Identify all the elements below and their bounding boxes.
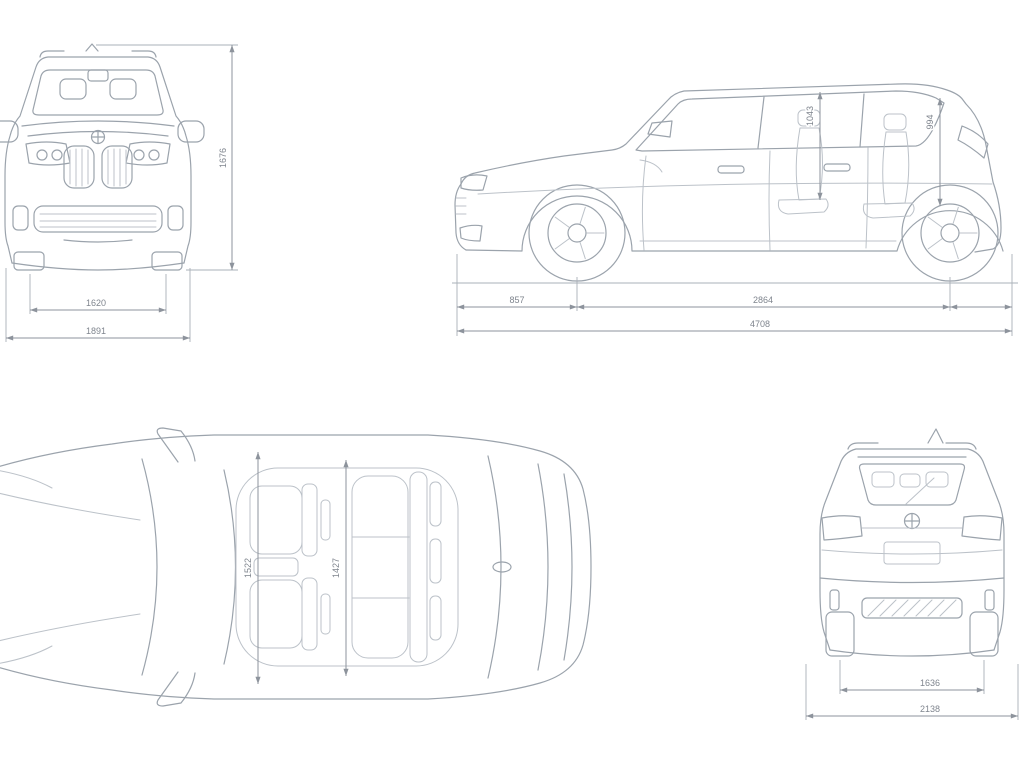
rear-extension-lines xyxy=(805,660,1019,720)
front-wheel-tire xyxy=(528,184,626,282)
headroom-front-label: 1043 xyxy=(805,106,815,126)
headrest-left xyxy=(59,78,87,100)
front-extension-lines xyxy=(5,44,238,342)
license-plate-recess xyxy=(883,541,941,565)
rearview-mirror xyxy=(87,69,109,82)
character-lines xyxy=(477,182,993,242)
skid-plate xyxy=(63,239,133,243)
rear-view: 1636 2138 xyxy=(805,428,1019,720)
door-handle-front xyxy=(717,165,745,174)
lower-intake xyxy=(33,205,163,233)
reflector-right xyxy=(984,589,995,611)
front-grille-bars xyxy=(455,197,467,215)
door-mirror xyxy=(647,120,673,138)
taillights xyxy=(821,515,1003,541)
cabin-roof-outline xyxy=(235,467,459,667)
interior-plan xyxy=(249,471,442,663)
front-wheel-spokes xyxy=(554,206,605,260)
rear-track-label: 1636 xyxy=(920,678,940,688)
headlight-lens xyxy=(148,149,160,161)
front-body-outline xyxy=(4,56,192,264)
front-view: 1676 1620 1891 xyxy=(0,43,238,342)
headlight-lens xyxy=(36,149,48,161)
hood-creases xyxy=(0,470,141,664)
antenna-fin-top xyxy=(492,561,512,573)
headlight-lens xyxy=(133,149,145,161)
front-overhang-label: 857 xyxy=(509,295,524,305)
interior-width-front-label: 1522 xyxy=(243,558,253,578)
side-taillight xyxy=(957,125,989,159)
interior-seats xyxy=(639,109,915,219)
kidney-grille-right xyxy=(101,145,133,189)
rear-wheel-hub xyxy=(940,223,960,243)
front-wheel-hub xyxy=(567,223,587,243)
windshield xyxy=(32,69,164,116)
rear-wheel-rim xyxy=(920,203,980,263)
headrest-right xyxy=(109,78,137,100)
top-view-car-drawing xyxy=(0,427,592,707)
overall-length-label: 4708 xyxy=(750,319,770,329)
kidney-grille-left xyxy=(63,145,95,189)
bmw-roundel-cross-rear xyxy=(903,512,921,530)
windshield-band xyxy=(141,458,237,676)
headlights xyxy=(25,141,171,166)
interior-width-rear-label: 1427 xyxy=(331,558,341,578)
rear-window-hatch-lines xyxy=(487,455,573,679)
door-handle-rear xyxy=(823,163,851,172)
door-mirrors-top xyxy=(156,427,196,707)
glasshouse xyxy=(635,90,945,152)
side-ground-and-extension-lines xyxy=(452,254,1018,336)
front-view-car-drawing xyxy=(0,43,205,271)
diffuser-hatch xyxy=(867,599,957,617)
rear-width-label: 2138 xyxy=(920,704,940,714)
side-mirror-right xyxy=(177,120,205,143)
side-underbody-arches xyxy=(465,195,1004,252)
roof-rails xyxy=(39,50,157,58)
front-width-label: 1891 xyxy=(86,326,106,336)
bumper-line xyxy=(819,577,1005,584)
top-body-outline xyxy=(0,434,592,700)
reflector-left xyxy=(829,589,840,611)
wheelbase-label: 2864 xyxy=(753,295,773,305)
grille-slats xyxy=(69,148,127,187)
bmw-roundel-cross xyxy=(90,129,106,145)
door-seams xyxy=(641,147,869,251)
front-left-tire xyxy=(13,251,45,271)
rear-wheel-tire xyxy=(901,184,999,282)
front-bumper-bottom xyxy=(11,262,185,271)
rear-wheel-spokes xyxy=(927,206,978,260)
top-view: 1522 1427 xyxy=(0,427,592,707)
antenna-fin xyxy=(85,43,99,52)
side-headlight xyxy=(460,174,488,191)
front-wheel-rim xyxy=(547,203,607,263)
rear-view-car-drawing xyxy=(819,428,1005,657)
antenna-fin-rear xyxy=(927,428,944,444)
rear-window xyxy=(858,463,966,506)
intake-slats xyxy=(39,213,157,228)
side-intake-left xyxy=(12,205,29,231)
front-right-tire xyxy=(151,251,183,271)
front-track-label: 1620 xyxy=(86,298,106,308)
rear-right-tire xyxy=(969,611,999,657)
front-height-label: 1676 xyxy=(218,148,228,168)
side-view: 1043 994 857 2864 4708 xyxy=(452,83,1018,336)
tailgate-lines xyxy=(821,527,1003,555)
front-lower-intake xyxy=(459,224,483,242)
diffuser xyxy=(861,597,963,619)
headlight-lens xyxy=(51,149,63,161)
headroom-rear-label: 994 xyxy=(925,114,935,129)
rear-left-tire xyxy=(825,611,855,657)
side-mirror-left xyxy=(0,120,19,143)
window-pillars xyxy=(757,93,865,149)
side-view-car-drawing xyxy=(454,83,1004,282)
side-intake-right xyxy=(167,205,184,231)
roof-rails-rear xyxy=(847,442,977,450)
rear-headrests xyxy=(871,471,949,505)
rear-bumper-bottom xyxy=(829,649,995,657)
side-body-outline xyxy=(454,83,1002,253)
rear-body-outline xyxy=(819,448,1005,651)
